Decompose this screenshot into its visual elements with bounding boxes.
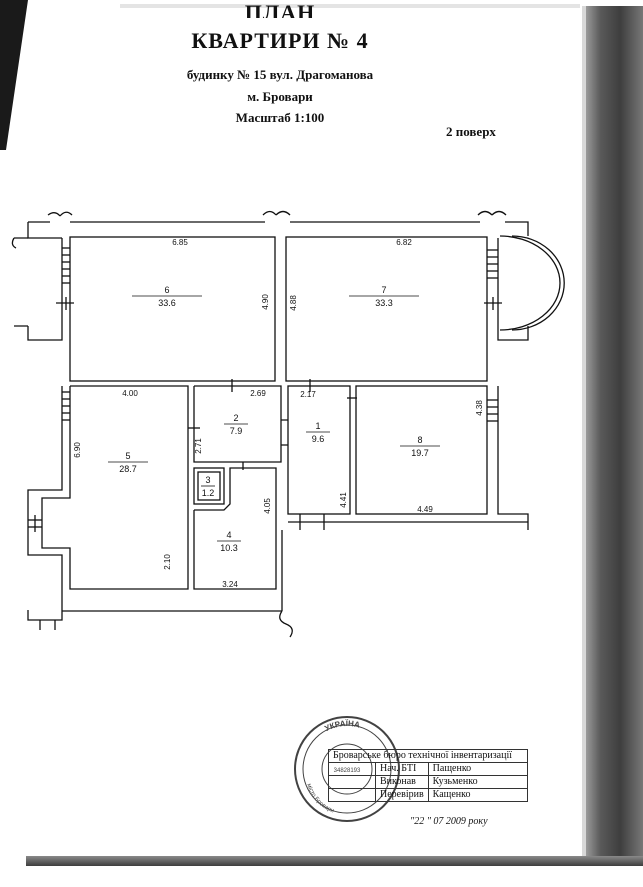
room-area: 9.6 xyxy=(312,434,325,444)
scan-edge-inner xyxy=(582,6,586,856)
window-right-lower xyxy=(487,399,498,422)
floor-label: 2 поверх xyxy=(446,124,496,139)
bay-window xyxy=(499,235,561,331)
room-number: 4 xyxy=(226,530,231,540)
wall xyxy=(497,238,529,341)
window-left-upper xyxy=(62,247,70,284)
wall-top-left xyxy=(27,222,62,239)
role-cell: Нач. БТІ xyxy=(375,762,429,776)
room-number: 6 xyxy=(164,285,169,295)
room-7 xyxy=(285,236,488,382)
door xyxy=(281,419,288,446)
dimension-label: 2.10 xyxy=(163,554,172,570)
room-3 xyxy=(193,467,225,505)
wall xyxy=(497,386,529,530)
organization-name: Броварське бюро технічної інвентаризації xyxy=(328,749,528,763)
dimension-label: 2.71 xyxy=(194,438,203,454)
window-left-bay xyxy=(28,515,42,532)
dimension-label: 4.88 xyxy=(289,295,298,311)
city-label: м. Бровари xyxy=(247,89,313,104)
page-title: КВАРТИРИ № 4 xyxy=(191,28,369,53)
room-area: 1.2 xyxy=(202,488,215,498)
wall xyxy=(11,237,28,327)
room-area: 33.3 xyxy=(375,298,393,308)
wall xyxy=(505,221,529,236)
scan-edge-right xyxy=(586,6,643,861)
room-1 xyxy=(287,385,351,515)
wall xyxy=(39,620,56,630)
dimension-label: 2.69 xyxy=(250,389,266,398)
room-number: 1 xyxy=(315,421,320,431)
room-2 xyxy=(193,385,282,463)
title-partial: ПЛАН xyxy=(244,0,316,18)
role-cell: Виконав xyxy=(375,775,429,789)
room-labels: 6 33.6 7 33.3 5 28.7 2 7.9 1 9.6 8 19.7 3 1.2 4 10.3 xyxy=(108,285,440,553)
dimension-label: 4.00 xyxy=(122,389,138,398)
window-break xyxy=(47,211,73,217)
issue-date: "22 " 07 2009 року xyxy=(410,816,488,827)
room-number: 7 xyxy=(381,285,386,295)
dimension-label: 4.90 xyxy=(261,294,270,310)
scan-edge-bottom xyxy=(26,856,643,866)
name-cell: Пащенко xyxy=(427,762,528,776)
bay-window xyxy=(511,235,565,331)
dimension-labels: 6.85 6.82 4.90 4.88 4.00 2.69 2.17 4.38 6.90 2.71… xyxy=(73,238,484,589)
room-3-inner xyxy=(197,471,221,501)
dimension-label: 6.85 xyxy=(172,238,188,247)
dimension-label: 6.82 xyxy=(396,238,412,247)
room-area: 7.9 xyxy=(230,426,243,436)
room-number: 2 xyxy=(233,413,238,423)
dimension-label: 4.38 xyxy=(475,400,484,416)
dimension-label: 4.49 xyxy=(417,505,433,514)
room-5 xyxy=(41,385,189,590)
folded-corner xyxy=(0,0,28,150)
room-8 xyxy=(355,385,488,515)
title-block: Броварське бюро технічної інвентаризації… xyxy=(328,749,528,802)
wall-cross xyxy=(56,297,74,310)
window-break xyxy=(262,210,291,216)
room-number: 8 xyxy=(417,435,422,445)
room-area: 19.7 xyxy=(411,448,429,458)
window-left-lower xyxy=(62,391,70,421)
wall xyxy=(27,386,63,597)
window-right-upper xyxy=(487,249,498,279)
role-cell: Перевірив xyxy=(375,788,429,802)
wall xyxy=(27,597,63,621)
room-area: 28.7 xyxy=(119,464,137,474)
dimension-label: 4.05 xyxy=(263,498,272,514)
room-number: 3 xyxy=(205,475,210,485)
window-break xyxy=(477,210,507,216)
room-area: 10.3 xyxy=(220,543,238,553)
dimension-label: 6.90 xyxy=(73,442,82,458)
dimension-label: 3.24 xyxy=(222,580,238,589)
wall-cross xyxy=(484,297,502,310)
name-cell: Кузьменко xyxy=(427,775,528,789)
building-address: будинку № 15 вул. Драгоманова xyxy=(186,67,374,82)
scale-label: Масштаб 1:100 xyxy=(235,110,325,125)
room-area: 33.6 xyxy=(158,298,176,308)
dimension-label: 2.17 xyxy=(300,390,316,399)
scan-edge-top xyxy=(120,4,580,8)
room-4 xyxy=(193,467,277,590)
dimension-label: 4.41 xyxy=(339,492,348,508)
room-6 xyxy=(69,236,276,382)
wall-break xyxy=(279,610,293,638)
wall xyxy=(27,238,63,341)
room-number: 5 xyxy=(125,451,130,461)
name-cell: Кащенко xyxy=(427,788,528,802)
